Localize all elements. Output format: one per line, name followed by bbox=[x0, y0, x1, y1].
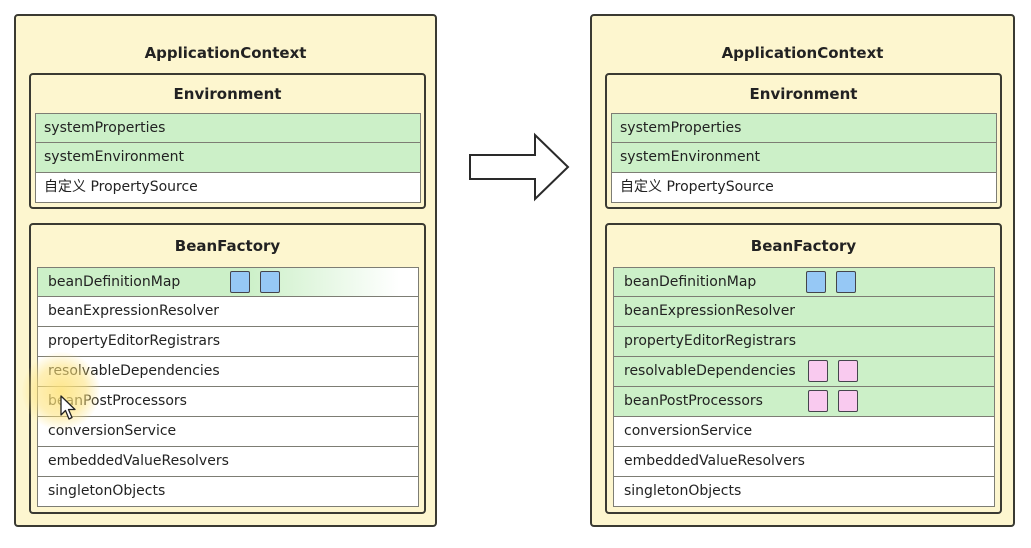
row-label: resolvableDependencies bbox=[624, 363, 796, 379]
environment-row: systemEnvironment bbox=[35, 143, 421, 173]
row-label: resolvableDependencies bbox=[48, 363, 220, 379]
application-context-title: ApplicationContext bbox=[144, 44, 307, 62]
beanfactory-row: resolvableDependencies bbox=[613, 357, 995, 387]
beanfactory-row: propertyEditorRegistrars bbox=[37, 327, 419, 357]
beanfactory-title: BeanFactory bbox=[750, 237, 857, 255]
beanfactory-title: BeanFactory bbox=[174, 237, 281, 255]
beanfactory-row: singletonObjects bbox=[613, 477, 995, 507]
environment-row: 自定义 PropertySource bbox=[35, 173, 421, 203]
beanfactory-row: singletonObjects bbox=[37, 477, 419, 507]
row-label: singletonObjects bbox=[624, 483, 742, 499]
right-arrow-icon bbox=[469, 132, 570, 202]
pink-square-icon bbox=[808, 390, 828, 412]
row-label: 自定义 PropertySource bbox=[44, 179, 198, 195]
row-label: propertyEditorRegistrars bbox=[624, 333, 797, 349]
blue-square-icon bbox=[836, 271, 856, 293]
application-context-before: ApplicationContext Environment systemPro… bbox=[14, 14, 437, 527]
beanfactory-row: beanExpressionResolver bbox=[613, 297, 995, 327]
pink-square-icon bbox=[838, 390, 858, 412]
beanfactory-row: embeddedValueResolvers bbox=[613, 447, 995, 477]
beanfactory-rows: beanDefinitionMap beanExpressionResolver… bbox=[37, 267, 419, 507]
beanfactory-row: beanPostProcessors bbox=[37, 387, 419, 417]
row-label: beanExpressionResolver bbox=[624, 303, 796, 319]
row-label: beanExpressionResolver bbox=[48, 303, 220, 319]
row-label: systemProperties bbox=[620, 120, 742, 136]
row-label: beanDefinitionMap bbox=[48, 274, 181, 290]
beanfactory-row: embeddedValueResolvers bbox=[37, 447, 419, 477]
blue-square-icon bbox=[806, 271, 826, 293]
row-label: embeddedValueResolvers bbox=[624, 453, 805, 469]
beanfactory-row: beanExpressionResolver bbox=[37, 297, 419, 327]
application-context-after: ApplicationContext Environment systemPro… bbox=[590, 14, 1015, 527]
beanfactory-row: conversionService bbox=[613, 417, 995, 447]
mouse-pointer-icon bbox=[60, 395, 76, 420]
beanfactory-row: beanDefinitionMap bbox=[37, 267, 419, 297]
pink-square-icon bbox=[838, 360, 858, 382]
environment-row: 自定义 PropertySource bbox=[611, 173, 997, 203]
environment-rows: systemProperties systemEnvironment 自定义 P… bbox=[35, 113, 421, 203]
blue-square-icon bbox=[230, 271, 250, 293]
row-label: 自定义 PropertySource bbox=[620, 179, 774, 195]
row-label: systemEnvironment bbox=[620, 149, 761, 165]
row-label: conversionService bbox=[48, 423, 177, 439]
beanfactory-row: propertyEditorRegistrars bbox=[613, 327, 995, 357]
beanfactory-box: BeanFactory beanDefinitionMap beanExpres… bbox=[605, 223, 1002, 514]
beanfactory-box: BeanFactory beanDefinitionMap beanExpres… bbox=[29, 223, 426, 514]
beanfactory-row: beanPostProcessors bbox=[613, 387, 995, 417]
environment-row: systemProperties bbox=[611, 113, 997, 143]
blue-square-icon bbox=[260, 271, 280, 293]
row-label: beanDefinitionMap bbox=[624, 274, 757, 290]
row-label: embeddedValueResolvers bbox=[48, 453, 229, 469]
environment-title: Environment bbox=[173, 85, 282, 103]
row-label: propertyEditorRegistrars bbox=[48, 333, 221, 349]
beanfactory-rows: beanDefinitionMap beanExpressionResolver… bbox=[613, 267, 995, 507]
environment-rows: systemProperties systemEnvironment 自定义 P… bbox=[611, 113, 997, 203]
environment-title: Environment bbox=[749, 85, 858, 103]
application-context-title: ApplicationContext bbox=[721, 44, 884, 62]
beanfactory-row: conversionService bbox=[37, 417, 419, 447]
environment-box: Environment systemProperties systemEnvir… bbox=[29, 73, 426, 209]
row-label: conversionService bbox=[624, 423, 753, 439]
beanfactory-row: resolvableDependencies bbox=[37, 357, 419, 387]
row-label: beanPostProcessors bbox=[624, 393, 763, 409]
environment-box: Environment systemProperties systemEnvir… bbox=[605, 73, 1002, 209]
beanfactory-row: beanDefinitionMap bbox=[613, 267, 995, 297]
row-label: systemProperties bbox=[44, 120, 166, 136]
row-label: singletonObjects bbox=[48, 483, 166, 499]
pink-square-icon bbox=[808, 360, 828, 382]
environment-row: systemEnvironment bbox=[611, 143, 997, 173]
row-label: systemEnvironment bbox=[44, 149, 185, 165]
environment-row: systemProperties bbox=[35, 113, 421, 143]
